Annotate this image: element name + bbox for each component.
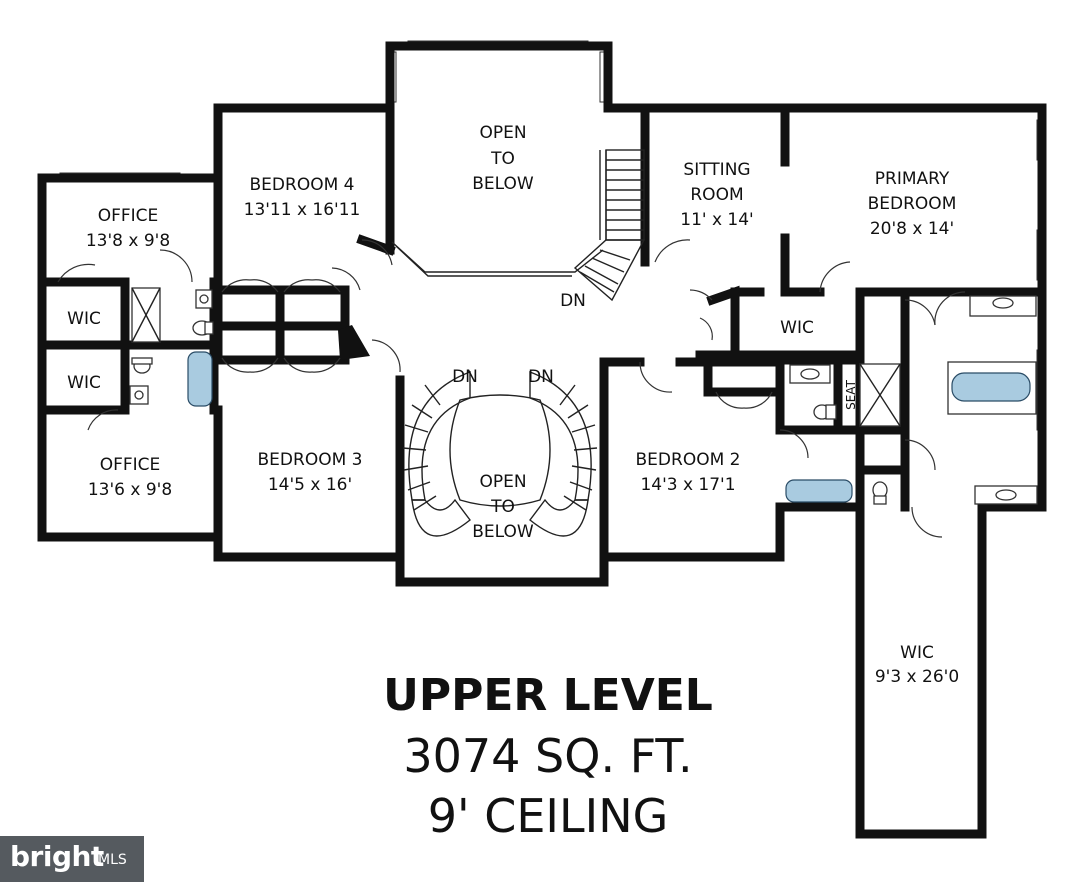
fixtures <box>129 287 1038 505</box>
logo-word: bright <box>10 840 104 873</box>
sitting-room-dims: 11' x 14' <box>680 210 753 230</box>
staircase-top <box>573 149 646 302</box>
doors <box>57 239 966 538</box>
office-top-dims: 13'8 x 9'8 <box>86 231 170 251</box>
wic-long-name: WIC <box>900 643 934 663</box>
room-labels: OPEN TO BELOW BEDROOM 4 13'11 x 16'11 OF… <box>67 123 959 687</box>
dn-label-top: DN <box>560 291 586 311</box>
dn-label-left: DN <box>452 367 478 387</box>
bedroom3-dims: 14'5 x 16' <box>268 475 352 495</box>
primary-bedroom-line2: BEDROOM <box>868 194 957 214</box>
primary-bedroom-dims: 20'8 x 14' <box>870 219 954 239</box>
bedroom2-name: BEDROOM 2 <box>636 450 741 470</box>
office-bottom-dims: 13'6 x 9'8 <box>88 480 172 500</box>
logo-suffix: MLS <box>98 852 127 868</box>
bedroom2-dims: 14'3 x 17'1 <box>640 475 735 495</box>
bedroom4-name: BEDROOM 4 <box>250 175 355 195</box>
ceiling-title: 9' CEILING <box>428 789 669 843</box>
level-title: UPPER LEVEL <box>383 670 713 721</box>
wic-long-dims: 9'3 x 26'0 <box>875 667 959 687</box>
wic-left-top: WIC <box>67 309 101 329</box>
sitting-room-line1: SITTING <box>683 160 750 180</box>
open-below-bottom-line1: OPEN <box>479 472 526 492</box>
wic-center: WIC <box>780 318 814 338</box>
office-bottom-name: OFFICE <box>100 455 161 475</box>
wic-left-bottom: WIC <box>67 373 101 393</box>
open-below-top-line1: OPEN <box>479 123 526 143</box>
seat-label: SEAT <box>844 379 858 409</box>
open-below-bottom-line2: TO <box>490 497 515 517</box>
dn-label-right: DN <box>528 367 554 387</box>
area-title: 3074 SQ. FT. <box>403 729 692 783</box>
staircase-curved-right <box>529 370 598 537</box>
open-below-bottom-line3: BELOW <box>472 522 534 542</box>
title-block: UPPER LEVEL 3074 SQ. FT. 9' CEILING <box>383 670 713 843</box>
bedroom4-dims: 13'11 x 16'11 <box>244 200 361 220</box>
bedroom3-name: BEDROOM 3 <box>258 450 363 470</box>
bathtub-icon <box>187 351 213 407</box>
open-below-top-line3: BELOW <box>472 174 534 194</box>
office-top-name: OFFICE <box>98 206 159 226</box>
primary-bedroom-line1: PRIMARY <box>875 169 950 189</box>
primary-tub-icon <box>951 372 1031 402</box>
walls <box>37 41 1047 839</box>
bright-mls-logo: bright MLS <box>0 836 144 882</box>
staircase-curved-left <box>402 370 471 537</box>
sitting-room-line2: ROOM <box>690 185 743 205</box>
open-below-top-line2: TO <box>490 149 515 169</box>
open-to-below-oval <box>449 394 551 507</box>
